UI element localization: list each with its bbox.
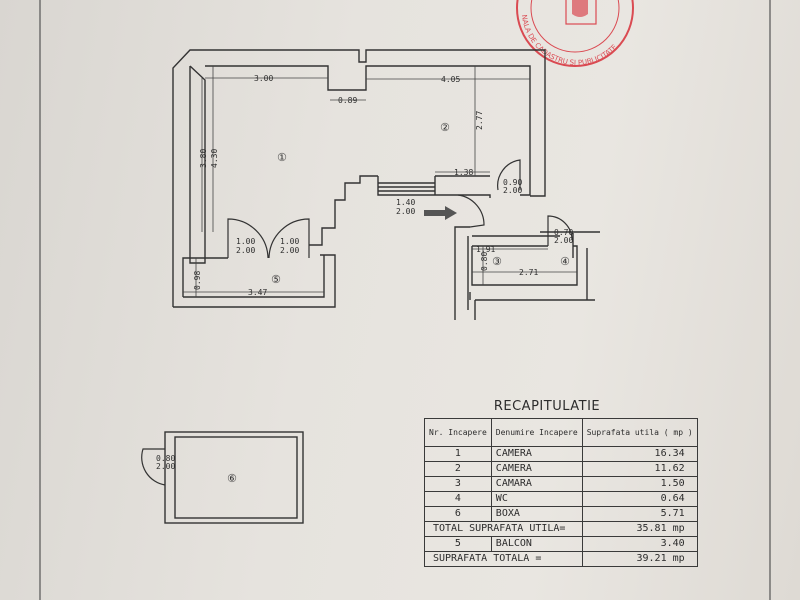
room-name: BALCON <box>490 536 583 552</box>
room-area: 1.50 <box>581 476 698 492</box>
dim-label: 2.00 <box>280 246 299 255</box>
room-area: 3.40 <box>581 536 698 552</box>
room-name: WC <box>490 491 583 507</box>
cadastre-stamp: NALA DE CADASTRU SI PUBLICITATE <box>516 0 634 67</box>
room-1-label: ① <box>277 151 287 164</box>
header-area: Suprafata utila ( mp ) <box>581 418 698 447</box>
dim-label: 2.00 <box>156 462 175 471</box>
total-usable-row: TOTAL SUPRAFATA UTILA=35.81 mp <box>424 521 698 537</box>
room-3-label: ③ <box>492 255 502 268</box>
dim-label: 4.30 <box>210 149 219 168</box>
dim-label: 2.00 <box>503 186 522 195</box>
dimension-lines <box>183 66 577 297</box>
dim-label: 4.05 <box>441 75 460 84</box>
dim-label: 0.80 <box>156 454 175 463</box>
room-number: 1 <box>424 446 492 462</box>
room-area: 0.64 <box>581 491 698 507</box>
dim-label: 2.77 <box>475 111 484 130</box>
total-usable-label: TOTAL SUPRAFATA UTILA= <box>424 521 583 537</box>
total-area-value: 39.21 mp <box>581 551 698 567</box>
recap-title: RECAPITULATIE <box>493 399 601 414</box>
dim-label: 2.71 <box>519 268 538 277</box>
room-name: BOXA <box>490 506 583 522</box>
recap-table: Nr. Incapere Denumire Incapere Suprafata… <box>424 418 698 567</box>
header-room-number: Nr. Incapere <box>424 418 492 447</box>
dim-label: 3.80 <box>199 149 208 168</box>
total-usable-value: 35.81 mp <box>581 521 698 537</box>
dimension-labels: 3.00 0.89 4.05 2.77 3.80 4.30 1.38 0.90 … <box>156 74 573 471</box>
header-room-name: Denumire Incapere <box>490 418 583 447</box>
room-number: 3 <box>424 476 492 492</box>
room-number: 6 <box>424 506 492 522</box>
stamp-text: NALA DE CADASTRU SI PUBLICITATE <box>520 14 619 67</box>
room-2-label: ② <box>440 121 450 134</box>
room-5-label: ⑤ <box>271 273 281 286</box>
room-number: 2 <box>424 461 492 477</box>
dim-label: 0.80 <box>480 252 489 271</box>
room-number: 5 <box>424 536 492 552</box>
dim-label: 2.00 <box>396 207 415 216</box>
dim-label: 1.38 <box>454 168 473 177</box>
room-4-label: ④ <box>560 255 570 268</box>
door-swings <box>141 159 573 486</box>
room-name: CAMERA <box>490 461 583 477</box>
room-6-label: ⑥ <box>227 472 237 485</box>
dim-label: 3.47 <box>248 288 267 297</box>
dim-label: 0.70 <box>554 228 573 237</box>
entrance-arrow-icon <box>424 206 457 220</box>
room-area: 16.34 <box>581 446 698 462</box>
dim-label: 2.00 <box>554 236 573 245</box>
room-area: 5.71 <box>581 506 698 522</box>
dim-label: 1.91 <box>476 245 495 254</box>
dim-label: 1.00 <box>236 237 255 246</box>
dim-label: 2.00 <box>236 246 255 255</box>
room-name: CAMERA <box>490 446 583 462</box>
room-name: CAMARA <box>490 476 583 492</box>
table-header-row: Nr. Incapere Denumire Incapere Suprafata… <box>424 418 698 447</box>
dim-label: 3.00 <box>254 74 273 83</box>
total-area-row: SUPRAFATA TOTALA =39.21 mp <box>424 551 698 567</box>
dim-label: 0.90 <box>503 178 522 187</box>
room-area: 11.62 <box>581 461 698 477</box>
dim-label: 0.98 <box>193 271 202 290</box>
dim-label: 1.00 <box>280 237 299 246</box>
total-area-label: SUPRAFATA TOTALA = <box>424 551 583 567</box>
dim-label: 0.89 <box>338 96 357 105</box>
room-number: 4 <box>424 491 492 507</box>
dim-label: 1.40 <box>396 198 415 207</box>
